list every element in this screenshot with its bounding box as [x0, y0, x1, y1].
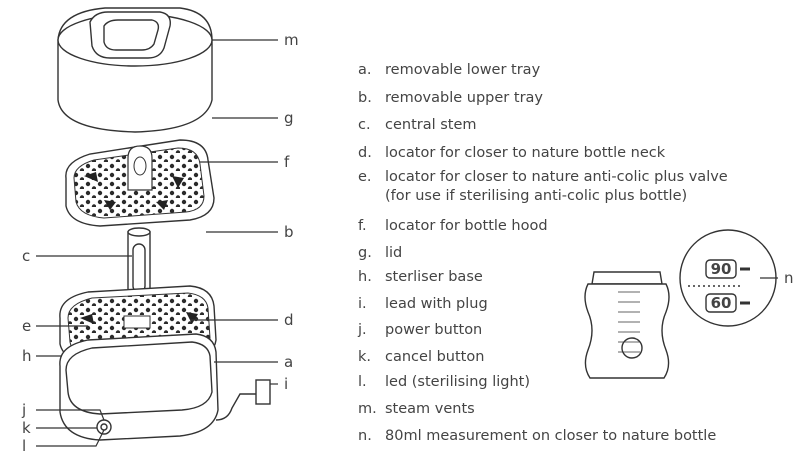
- callout-d: d: [284, 311, 294, 329]
- legend-item: j. power button: [358, 321, 482, 340]
- lid: [57, 7, 213, 133]
- legend-text: locator for closer to nature bottle neck: [385, 145, 666, 161]
- callout-j: j: [21, 401, 26, 419]
- legend-text: locator for closer to nature anti-colic …: [385, 169, 728, 185]
- callout-g: g: [284, 109, 294, 127]
- legend-text: led (sterilising light): [385, 374, 531, 390]
- callout-a: a: [284, 353, 293, 371]
- mark-90: 90: [711, 260, 732, 278]
- legend-text: removable lower tray: [385, 62, 541, 78]
- lead-with-plug: [215, 379, 271, 421]
- legend-key: e.: [358, 169, 372, 185]
- callout-h: h: [22, 347, 32, 365]
- legend-text: locator for bottle hood: [385, 218, 548, 234]
- legend-text: removable upper tray: [385, 90, 543, 106]
- callout-k: k: [22, 419, 31, 437]
- legend-text: central stem: [385, 117, 477, 133]
- legend-text: cancel button: [385, 349, 485, 365]
- legend-item: i. lead with plug: [358, 295, 488, 314]
- callout-lines: [36, 39, 778, 447]
- callout-b: b: [284, 223, 294, 241]
- legend-key: k.: [358, 349, 372, 365]
- legend-key: a.: [358, 62, 372, 78]
- legend-text: lead with plug: [385, 296, 488, 312]
- legend-key: b.: [358, 90, 372, 106]
- legend-subtext: (for use if sterilising anti-colic plus …: [385, 188, 688, 204]
- legend-item: m. steam vents: [358, 400, 475, 419]
- legend-item: g. lid: [358, 244, 402, 263]
- legend-item: f. locator for bottle hood: [358, 217, 548, 236]
- callout-l: l: [22, 437, 26, 455]
- legend-item: h. sterliser base: [358, 268, 483, 287]
- legend-item: b. removable upper tray: [358, 89, 543, 108]
- legend-key: n.: [358, 428, 372, 444]
- legend-text: power button: [385, 322, 483, 338]
- legend-item: l. led (sterilising light): [358, 373, 530, 392]
- legend-item: c. central stem: [358, 116, 477, 135]
- steriliser-base: [59, 333, 219, 441]
- led-light: [100, 423, 108, 431]
- legend-item: k. cancel button: [358, 348, 484, 367]
- callout-m: m: [284, 31, 299, 49]
- legend-item: e. locator for closer to nature anti-coli…: [358, 168, 728, 206]
- legend-item: n. 80ml measurement on closer to nature b…: [358, 427, 716, 446]
- legend-key: l.: [358, 374, 367, 390]
- legend-text: steam vents: [385, 401, 475, 417]
- legend-key: c.: [358, 117, 371, 133]
- mark-60: 60: [711, 294, 732, 312]
- legend-key: g.: [358, 245, 372, 261]
- callout-i: i: [284, 375, 288, 393]
- callout-f: f: [284, 153, 290, 171]
- legend-key: f.: [358, 218, 367, 234]
- legend-text: lid: [385, 245, 403, 261]
- legend-key: h.: [358, 269, 372, 285]
- bottle-inset: [584, 229, 777, 379]
- upper-tray: [65, 139, 215, 227]
- callout-e: e: [22, 317, 31, 335]
- legend-item: d. locator for closer to nature bottle ne…: [358, 144, 665, 163]
- legend-text: sterliser base: [385, 269, 483, 285]
- callout-c: c: [22, 247, 30, 265]
- legend-key: j.: [358, 322, 367, 338]
- legend-item: a. removable lower tray: [358, 61, 540, 80]
- legend-text: 80ml measurement on closer to nature bot…: [385, 428, 717, 444]
- legend-key: m.: [358, 401, 377, 417]
- legend-key: d.: [358, 145, 372, 161]
- legend-key: i.: [358, 296, 367, 312]
- callout-n: n: [784, 269, 794, 287]
